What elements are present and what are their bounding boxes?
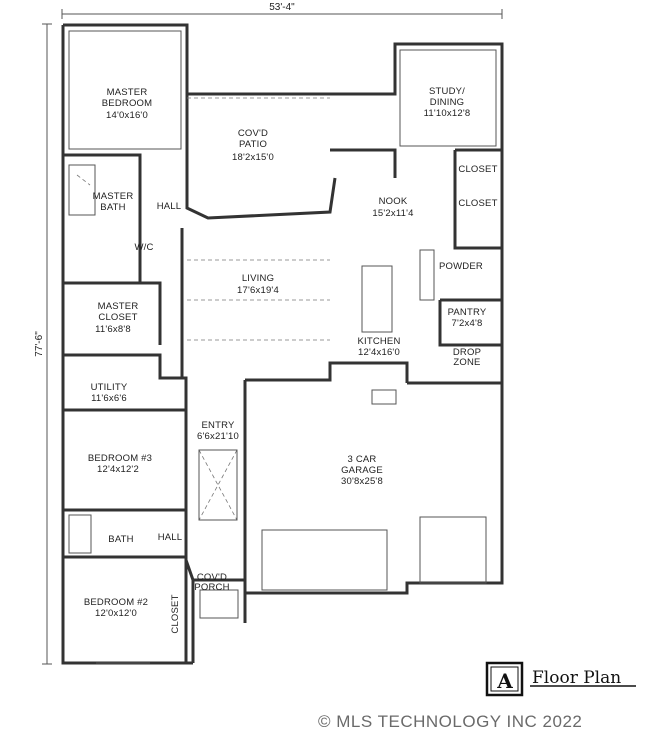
legend: A Floor Plan	[485, 661, 636, 697]
room-bedroom-2-name: BEDROOM #2	[84, 597, 148, 608]
copyright-notice: © MLS TECHNOLOGY INC 2022	[318, 712, 583, 731]
room-utility-size: 11'6x6'6	[91, 393, 127, 404]
room-bedroom-3-size: 12'4x12'2	[97, 464, 139, 475]
room-bedroom-2-size: 12'0x12'0	[95, 608, 137, 619]
room-utility-name: UTILITY	[91, 382, 128, 393]
room-wc-name: W/C	[134, 242, 153, 253]
width-dimension: 53'-4"	[269, 2, 295, 13]
room-nook-name: NOOK	[379, 196, 408, 207]
room-pantry-name: PANTRY	[448, 307, 487, 318]
room-bedroom-3-name: BEDROOM #3	[88, 453, 152, 464]
height-dimension: 77'-6"	[34, 331, 45, 357]
exterior-walls	[61, 23, 504, 665]
room-living-name: LIVING	[242, 273, 274, 284]
room-kitchen-name: KITCHEN	[357, 336, 400, 347]
room-pantry-size: 7'2x4'8	[452, 318, 483, 329]
room-master-closet-size: 11'6x8'8	[95, 324, 131, 335]
room-closet-1-name: CLOSET	[458, 164, 497, 175]
room-entry-size: 6'6x21'10	[197, 431, 239, 442]
legend-title: Floor Plan	[532, 668, 621, 688]
room-bath-name: BATH	[108, 534, 133, 545]
room-hall-1-name: HALL	[157, 201, 182, 212]
room-closet-2-name: CLOSET	[458, 198, 497, 209]
room-garage-size: 30'8x25'8	[341, 476, 383, 487]
room-nook-size: 15'2x11'4	[372, 208, 413, 219]
dimension-lines	[42, 9, 503, 665]
room-powder-name: POWDER	[439, 261, 483, 272]
room-study-dining-name: STUDY/DINING	[429, 86, 465, 108]
room-kitchen-size: 12'4x16'0	[358, 347, 400, 358]
legend-badge: A	[496, 669, 513, 693]
room-hall-2-name: HALL	[158, 532, 183, 543]
room-study-dining-size: 11'10x12'8	[424, 108, 471, 119]
room-entry-name: ENTRY	[201, 420, 234, 431]
room-master-bedroom-size: 14'0x16'0	[106, 110, 148, 121]
room-closet-3-name: CLOSET	[170, 594, 181, 633]
detail-lines	[68, 30, 497, 664]
room-living-size: 17'6x19'4	[237, 285, 279, 296]
room-covd-patio-size: 18'2x15'0	[232, 152, 274, 163]
